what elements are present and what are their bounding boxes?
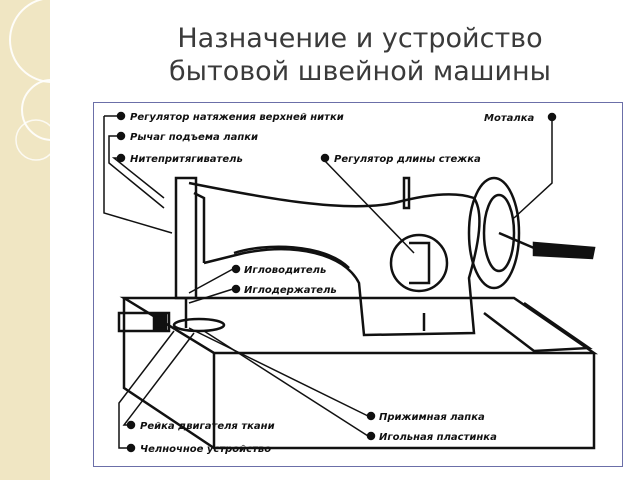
label-thread-tension: Регулятор натяжения верхней нитки xyxy=(130,112,344,123)
label-needle-bar: Игловодитель xyxy=(244,265,326,276)
title-line-1: Назначение и устройство xyxy=(177,23,543,54)
decorative-strip xyxy=(0,0,50,480)
title-line-2: бытовой швейной машины xyxy=(169,56,551,87)
label-take-up: Нитепритягиватель xyxy=(130,154,243,165)
decorative-circles xyxy=(9,0,50,161)
page-title: Назначение и устройство бытовой швейной … xyxy=(100,22,620,88)
label-shuttle: Челночное устройство xyxy=(140,444,271,455)
label-stitch-regulator: Регулятор длины стежка xyxy=(334,154,481,165)
label-needle-holder: Иглодержатель xyxy=(244,285,337,296)
diagram-frame: Регулятор натяжения верхней нитки Рычаг … xyxy=(93,102,623,467)
handwheel xyxy=(467,176,596,290)
machine-body xyxy=(188,176,481,337)
label-presser-lever: Рычаг подъема лапки xyxy=(130,132,258,143)
machine-base xyxy=(119,296,599,450)
label-winder: Моталка xyxy=(484,113,534,124)
label-needle-plate: Игольная пластинка xyxy=(379,432,497,443)
needle-mechanism xyxy=(117,176,426,333)
sewing-machine-diagram: Регулятор натяжения верхней нитки Рычаг … xyxy=(103,111,599,455)
leader-lines xyxy=(103,111,557,453)
label-presser-foot: Прижимная лапка xyxy=(379,412,485,423)
label-feed-dog: Рейка двигателя ткани xyxy=(140,421,275,432)
